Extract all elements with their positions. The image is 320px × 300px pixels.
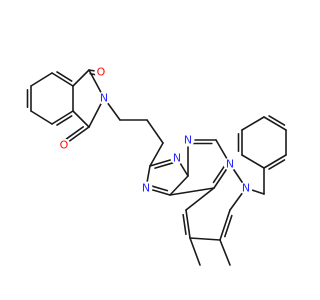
double-bond-r4-r3 [182,213,187,236]
bond-b4-b5 [241,116,265,131]
atom-label-n_pyrrole: N [242,182,250,195]
double-bond-b3-b4 [268,115,286,126]
atom-label-n_pyr2: N [226,158,234,171]
bond-p4-t4 [169,187,215,196]
atom-label-o2: O [60,139,69,152]
bond-a5-a6 [51,72,74,87]
bond-a2-a3 [30,110,53,125]
atom-background-o2 [57,138,71,152]
double-bond-p3-p4 [212,164,226,184]
atom-background-n_tri2 [139,181,153,195]
bond-ch2-ch3 [146,119,164,144]
bond-r3-me1 [189,237,201,266]
bond-ch3-t1 [149,142,164,167]
bond-a4-co2 [72,110,90,128]
bond-t3-t4 [169,175,189,196]
double-bond-a5-a6 [56,71,73,82]
bond-layer [26,69,287,266]
atom-label-o1: O [97,66,106,79]
double-bond-t4-t5 [149,184,169,192]
atom-background-n_imide [97,91,111,105]
double-bond-co2-o2 [64,126,85,141]
bond-b1-b2 [263,154,287,169]
bond-r2-me2 [219,239,231,266]
bond-a3-a4 [51,110,74,125]
atom-background-n_pyrrole [239,181,253,195]
double-bond-r2-r1 [224,214,233,238]
double-bond-b1-b2 [268,159,286,170]
atom-background-n_pyr2 [223,157,237,171]
atom-label-n_tri1: N [173,152,181,165]
atom-background-n_tri1 [170,151,184,165]
atom-label-n_tri2: N [142,182,150,195]
bond-a6-a1 [30,72,53,87]
double-bond-a3-a4 [56,115,73,126]
atom-label-n_imide: N [100,92,108,105]
double-bond-t1-t2 [154,161,175,169]
bond-p4-r4 [185,187,215,211]
bond-r2-r1 [219,209,231,241]
bond-a5-co1 [72,69,90,87]
bond-b6-b1 [241,154,265,169]
bond-b3-b4 [263,116,287,131]
bond-r3-r2 [189,237,221,241]
atom-background-o1 [94,65,108,79]
atom-background-n_pyr1 [181,133,195,147]
atom-label-n_pyr1: N [184,134,192,147]
bond-r4-r3 [185,209,191,239]
